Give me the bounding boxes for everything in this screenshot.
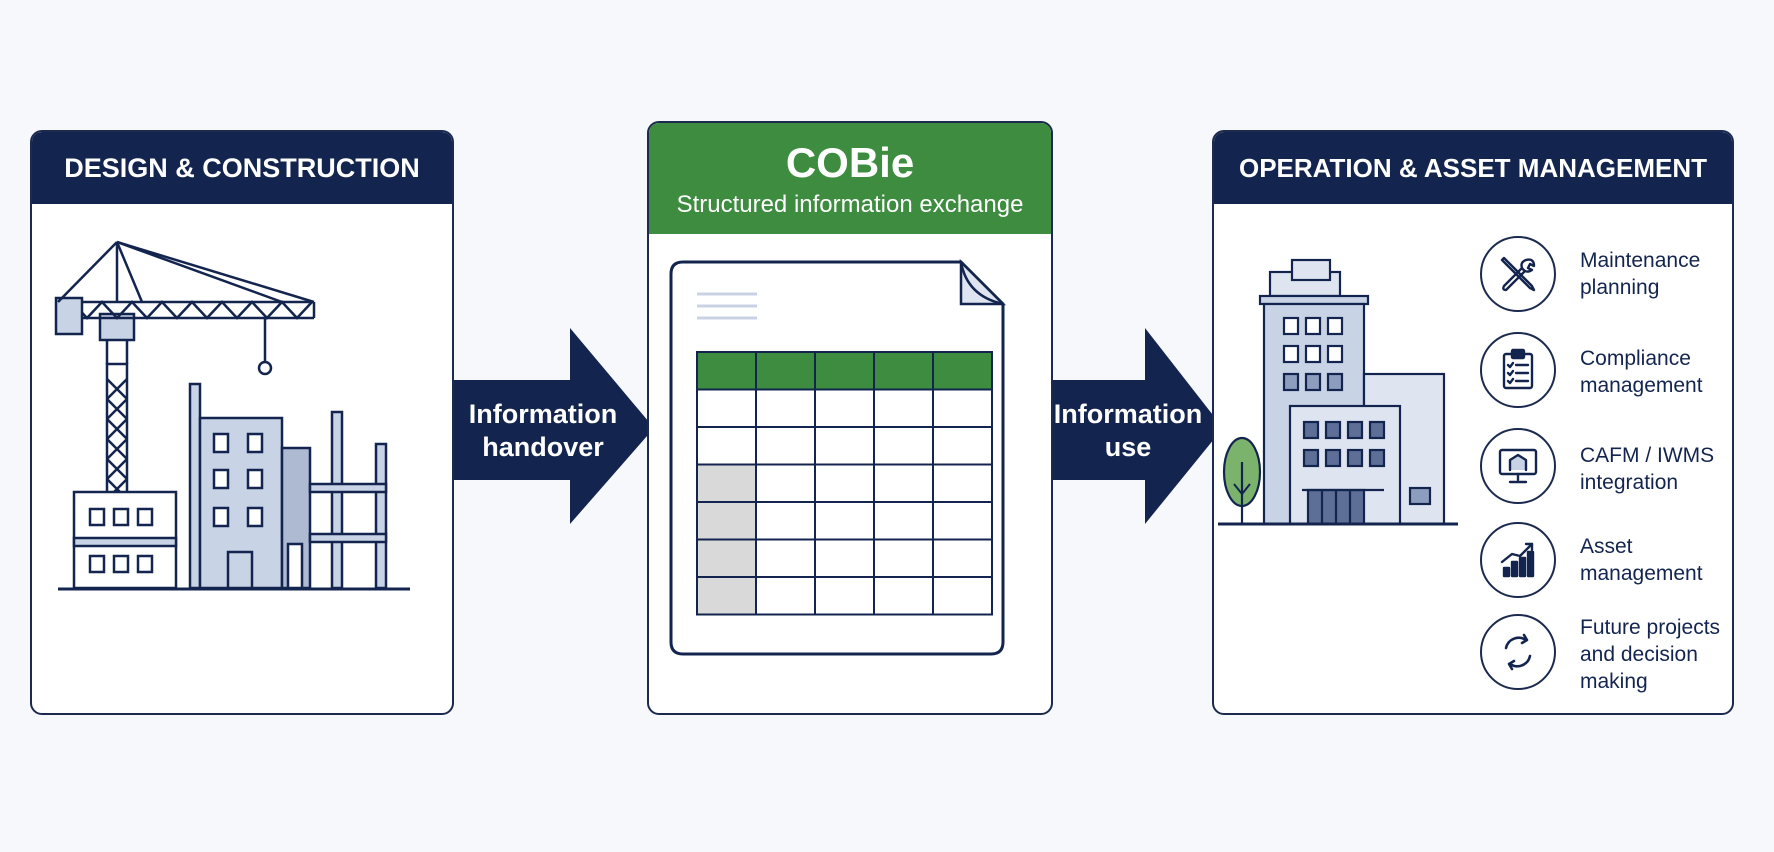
spreadsheet-cell	[814, 576, 875, 616]
spreadsheet-cell	[932, 538, 993, 578]
spreadsheet-cell	[755, 388, 816, 428]
spreadsheet-cell	[814, 426, 875, 466]
service-label-line: management	[1580, 374, 1703, 397]
service-label-line: management	[1580, 562, 1703, 585]
growth-chart-icon	[1480, 522, 1556, 598]
monitor-icon	[1480, 428, 1556, 504]
service-label-compliance: Compliance management	[1580, 345, 1740, 399]
operation-asset-panel: OPERATION & ASSET MANAGEMENT	[1212, 130, 1734, 715]
service-label-future: Future projects and decision making	[1580, 614, 1740, 695]
operation-asset-header: OPERATION & ASSET MANAGEMENT	[1214, 132, 1732, 204]
crane-icon	[54, 240, 316, 522]
service-label-maintenance: Maintenance planning	[1580, 247, 1740, 301]
spreadsheet-cell	[873, 501, 934, 541]
service-label-line: Compliance	[1580, 347, 1691, 370]
service-label-line: Maintenance	[1580, 249, 1701, 272]
service-label-line: and decision	[1580, 643, 1698, 666]
service-asset-management	[1480, 522, 1556, 598]
cobie-subtitle: Structured information exchange	[676, 190, 1024, 218]
service-label-asset: Asset management	[1580, 533, 1740, 587]
spreadsheet-cell	[696, 501, 757, 541]
spreadsheet-cell	[873, 576, 934, 616]
service-label-line: integration	[1580, 471, 1679, 494]
design-construction-panel: DESIGN & CONSTRUCTION	[30, 130, 454, 715]
construction-site-illustration	[54, 240, 410, 591]
handover-label-line2: handover	[482, 432, 604, 462]
use-label-line1: Information	[1053, 399, 1203, 429]
spreadsheet-cell	[932, 501, 993, 541]
office-building-illustration	[1218, 258, 1458, 526]
spreadsheet-cell	[873, 388, 934, 428]
service-maintenance-planning	[1480, 236, 1556, 312]
spreadsheet-cell	[755, 426, 816, 466]
clipboard-checklist-icon	[1480, 332, 1556, 408]
spreadsheet-cell	[873, 426, 934, 466]
spreadsheet-cell	[873, 463, 934, 503]
service-future-projects	[1480, 614, 1556, 690]
spreadsheet-header-cell	[932, 351, 993, 391]
spreadsheet-cell	[814, 388, 875, 428]
service-label-line: making	[1580, 670, 1648, 693]
spreadsheet-header-cell	[755, 351, 816, 391]
spreadsheet-header-cell	[696, 351, 757, 391]
service-label-cafm: CAFM / IWMS integration	[1580, 442, 1740, 496]
spreadsheet-cell	[873, 538, 934, 578]
wrench-screwdriver-icon	[1480, 236, 1556, 312]
spreadsheet-cell	[814, 538, 875, 578]
spreadsheet-cell	[932, 576, 993, 616]
spreadsheet-cell	[696, 388, 757, 428]
spreadsheet-cell	[696, 538, 757, 578]
design-construction-header: DESIGN & CONSTRUCTION	[32, 132, 452, 204]
spreadsheet-cell	[932, 463, 993, 503]
handover-label-line1: Information	[468, 399, 618, 429]
cobie-title: COBie	[785, 138, 915, 186]
service-label-line: Future projects	[1580, 616, 1721, 639]
spreadsheet-cell	[755, 463, 816, 503]
spreadsheet-cell	[755, 501, 816, 541]
service-label-line: planning	[1580, 276, 1660, 299]
service-compliance-management	[1480, 332, 1556, 408]
service-cafm-iwms-integration	[1480, 428, 1556, 504]
information-use-arrow	[1053, 328, 1223, 524]
spreadsheet-header-cell	[814, 351, 875, 391]
spreadsheet-cell	[932, 388, 993, 428]
use-label-line2: use	[1104, 432, 1152, 462]
spreadsheet-cell	[932, 426, 993, 466]
tree-icon	[1222, 436, 1262, 524]
spreadsheet-header-cell	[873, 351, 934, 391]
service-label-line: Asset	[1580, 535, 1633, 558]
spreadsheet-cell	[696, 463, 757, 503]
spreadsheet-cell	[814, 463, 875, 503]
information-use-label: Information use	[1050, 398, 1206, 464]
spreadsheet-document-icon	[669, 258, 1007, 656]
spreadsheet-cell	[696, 426, 757, 466]
spreadsheet-cell	[755, 538, 816, 578]
information-handover-label: Information handover	[458, 398, 628, 464]
service-label-line: CAFM / IWMS	[1580, 444, 1715, 467]
information-handover-arrow	[454, 328, 654, 524]
spreadsheet-cell	[814, 501, 875, 541]
cycle-arrows-icon	[1480, 614, 1556, 690]
spreadsheet-cell	[696, 576, 757, 616]
cobie-header: COBie Structured information exchange	[649, 123, 1051, 234]
spreadsheet-cell	[755, 576, 816, 616]
cobie-panel: COBie Structured information exchange	[647, 121, 1053, 715]
